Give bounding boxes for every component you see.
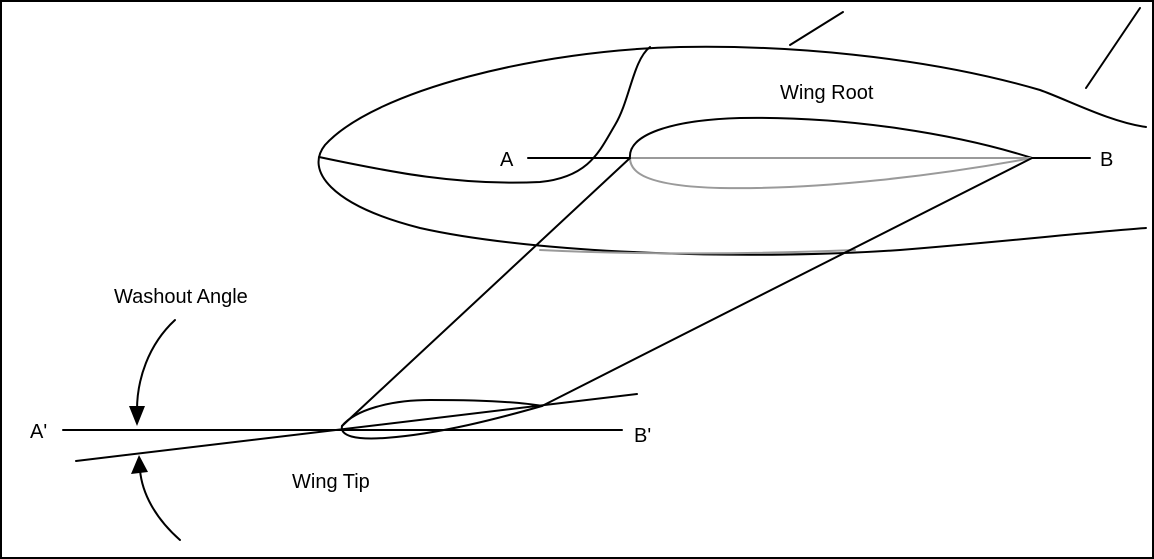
wing-leading-edge: [341, 157, 631, 427]
fuselage-side-line: [318, 46, 651, 184]
point-a-label: A: [500, 149, 514, 171]
tip-airfoil: [62, 393, 638, 462]
tip-airfoil-upper-surface: [341, 399, 543, 427]
root-airfoil: [527, 116, 1091, 255]
tip-chord-extended-line: [75, 393, 638, 462]
tip-airfoil-lower-surface: [340, 405, 543, 440]
fuselage: [317, 7, 1147, 256]
canopy-left-line: [789, 11, 844, 46]
wing-tip-label: Wing Tip: [292, 471, 370, 493]
labels: Wing Root A B Washout Angle A' B' Wing T…: [30, 82, 1113, 493]
root-airfoil-lower-surface: [629, 157, 1033, 190]
washout-angle-label: Washout Angle: [114, 286, 248, 308]
wing-root-label: Wing Root: [780, 82, 874, 104]
point-b-label: B: [1100, 149, 1113, 171]
upper-curved-arrow-shaft: [136, 319, 176, 411]
washout-angle-arrows: [129, 319, 181, 541]
wing-fuselage-hidden-junction: [539, 249, 856, 255]
point-a-prime-label: A': [30, 421, 47, 443]
canopy-right-line: [1085, 7, 1141, 89]
upper-arrowhead: [129, 406, 145, 426]
lower-arrowhead: [131, 455, 148, 474]
wing-trailing-edge: [541, 157, 1033, 407]
fuselage-outline: [317, 45, 1147, 256]
root-airfoil-upper-surface: [628, 116, 1033, 159]
wing-planform: [341, 157, 1033, 427]
lower-curved-arrow-shaft: [139, 469, 181, 541]
point-b-prime-label: B': [634, 425, 651, 447]
